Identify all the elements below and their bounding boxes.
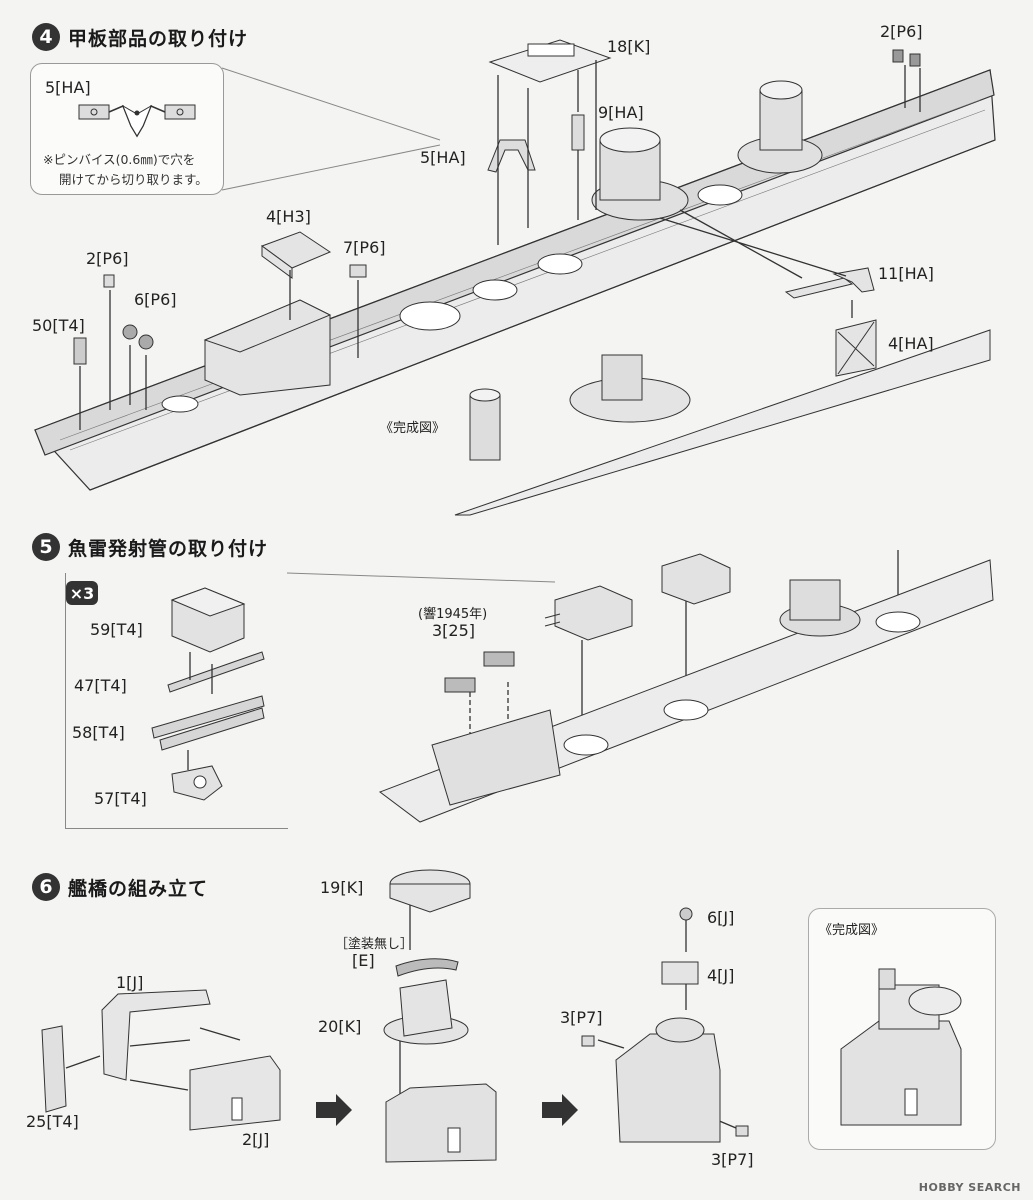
step-4-header: 4 甲板部品の取り付け	[32, 23, 248, 51]
part-25-t4	[41, 1025, 67, 1113]
watermark: HOBBY SEARCH	[918, 1181, 1021, 1194]
label-6-p6: 6[P6]	[134, 290, 177, 309]
part-5-illustration	[78, 104, 196, 138]
label-4-ha: 4[HA]	[888, 334, 934, 353]
part-3-p7	[735, 1125, 749, 1137]
part-4-h3	[260, 231, 332, 279]
label-3-25: 3[25]	[432, 621, 476, 640]
completion-label: 《完成図》	[380, 421, 446, 436]
part-label: 5[HA]	[45, 78, 91, 97]
step-title: 艦橋の組み立て	[68, 877, 209, 900]
step-title: 甲板部品の取り付け	[68, 27, 249, 50]
label-5-ha: 5[HA]	[420, 148, 466, 167]
step-title: 魚雷発射管の取り付け	[68, 537, 269, 560]
note-line-1: ※ピンバイス(0.6㎜)で穴を	[43, 152, 196, 167]
note-line-2: 開けてから切り取ります。	[59, 172, 208, 187]
completion-label: 《完成図》	[819, 923, 885, 938]
label-50-t4: 50[T4]	[32, 316, 85, 335]
part-11-ha	[784, 267, 875, 299]
part-3-25	[444, 651, 515, 693]
part-58-t4	[151, 695, 265, 751]
label-47-t4: 47[T4]	[74, 676, 127, 695]
part-20-k	[383, 979, 469, 1045]
step-number: 5	[32, 533, 60, 561]
funnel-1	[591, 127, 689, 221]
part-7-p6	[349, 264, 367, 278]
assembly-arrows	[79, 60, 921, 430]
label-4-h3: 4[H3]	[266, 207, 311, 226]
label-2-p6-top: 2[P6]	[880, 22, 923, 41]
step-5-drawing	[151, 550, 994, 823]
step-5-header: 5 魚雷発射管の取り付け	[32, 533, 268, 561]
part-4-j	[661, 961, 699, 985]
step-6-header: 6 艦橋の組み立て	[32, 873, 208, 901]
hibiki-note: (響1945年)	[418, 607, 488, 622]
quantity-badge: ×3	[66, 581, 98, 605]
part-19-k	[389, 869, 471, 913]
step-5-subframe	[65, 573, 288, 829]
bridge-complete-illustration	[840, 968, 962, 1126]
completion-box: 《完成図》	[808, 908, 996, 1150]
step-number: 6	[32, 873, 60, 901]
no-paint-note: ［塗装無し］	[335, 937, 414, 952]
bridge-base	[385, 1083, 497, 1163]
label-9-ha: 9[HA]	[598, 103, 644, 122]
step-6-drawing	[41, 869, 749, 1163]
part-2-j	[189, 1055, 281, 1131]
part-57-t4	[171, 765, 223, 801]
part-9-ha	[571, 114, 585, 151]
label-e: [E]	[352, 951, 375, 970]
label-2-j: 2[J]	[242, 1130, 270, 1149]
part-6-j	[679, 907, 693, 921]
part-4-ha	[835, 319, 877, 377]
part-6-p6	[122, 324, 154, 350]
label-57-t4: 57[T4]	[94, 789, 147, 808]
label-6-j: 6[J]	[707, 908, 735, 927]
launcher-2	[661, 553, 731, 605]
next-arrow-1	[316, 1094, 352, 1126]
label-18-k: 18[K]	[607, 37, 651, 56]
label-58-t4: 58[T4]	[72, 723, 125, 742]
funnel-2	[737, 80, 823, 174]
label-20-k: 20[K]	[318, 1017, 362, 1036]
forward-superstructure	[203, 299, 332, 396]
label-3-p7-bottom: 3[P7]	[711, 1150, 754, 1169]
part-1-j	[101, 989, 211, 1081]
label-25-t4: 25[T4]	[26, 1112, 79, 1131]
label-11-ha: 11[HA]	[878, 264, 934, 283]
part-47-t4	[167, 651, 265, 693]
completion-preview	[454, 329, 991, 516]
funnel	[779, 579, 861, 637]
part-e	[395, 958, 459, 977]
label-3-p7-left: 3[P7]	[560, 1008, 603, 1027]
part-59-t4	[170, 587, 246, 653]
label-4-j: 4[J]	[707, 966, 735, 985]
bridge-assembly	[615, 1017, 721, 1143]
label-2-p6-left: 2[P6]	[86, 249, 129, 268]
label-7-p6: 7[P6]	[343, 238, 386, 257]
part-50-t4	[73, 337, 87, 365]
part-2-p6-pair	[892, 49, 921, 67]
label-19-k: 19[K]	[320, 878, 364, 897]
part-18-k	[488, 39, 612, 83]
part-3-p7	[581, 1035, 595, 1047]
label-59-t4: 59[T4]	[90, 620, 143, 639]
next-arrow-2	[542, 1094, 578, 1126]
part-2-p6	[103, 274, 115, 288]
label-1-j: 1[J]	[116, 973, 144, 992]
step-4-ship-drawing	[33, 39, 996, 516]
launcher-1	[544, 585, 633, 641]
drill-note-box: 5[HA] ※ピンバイス(0.6㎜)で穴を 開けてから切り取ります。	[30, 63, 224, 195]
step-number: 4	[32, 23, 60, 51]
